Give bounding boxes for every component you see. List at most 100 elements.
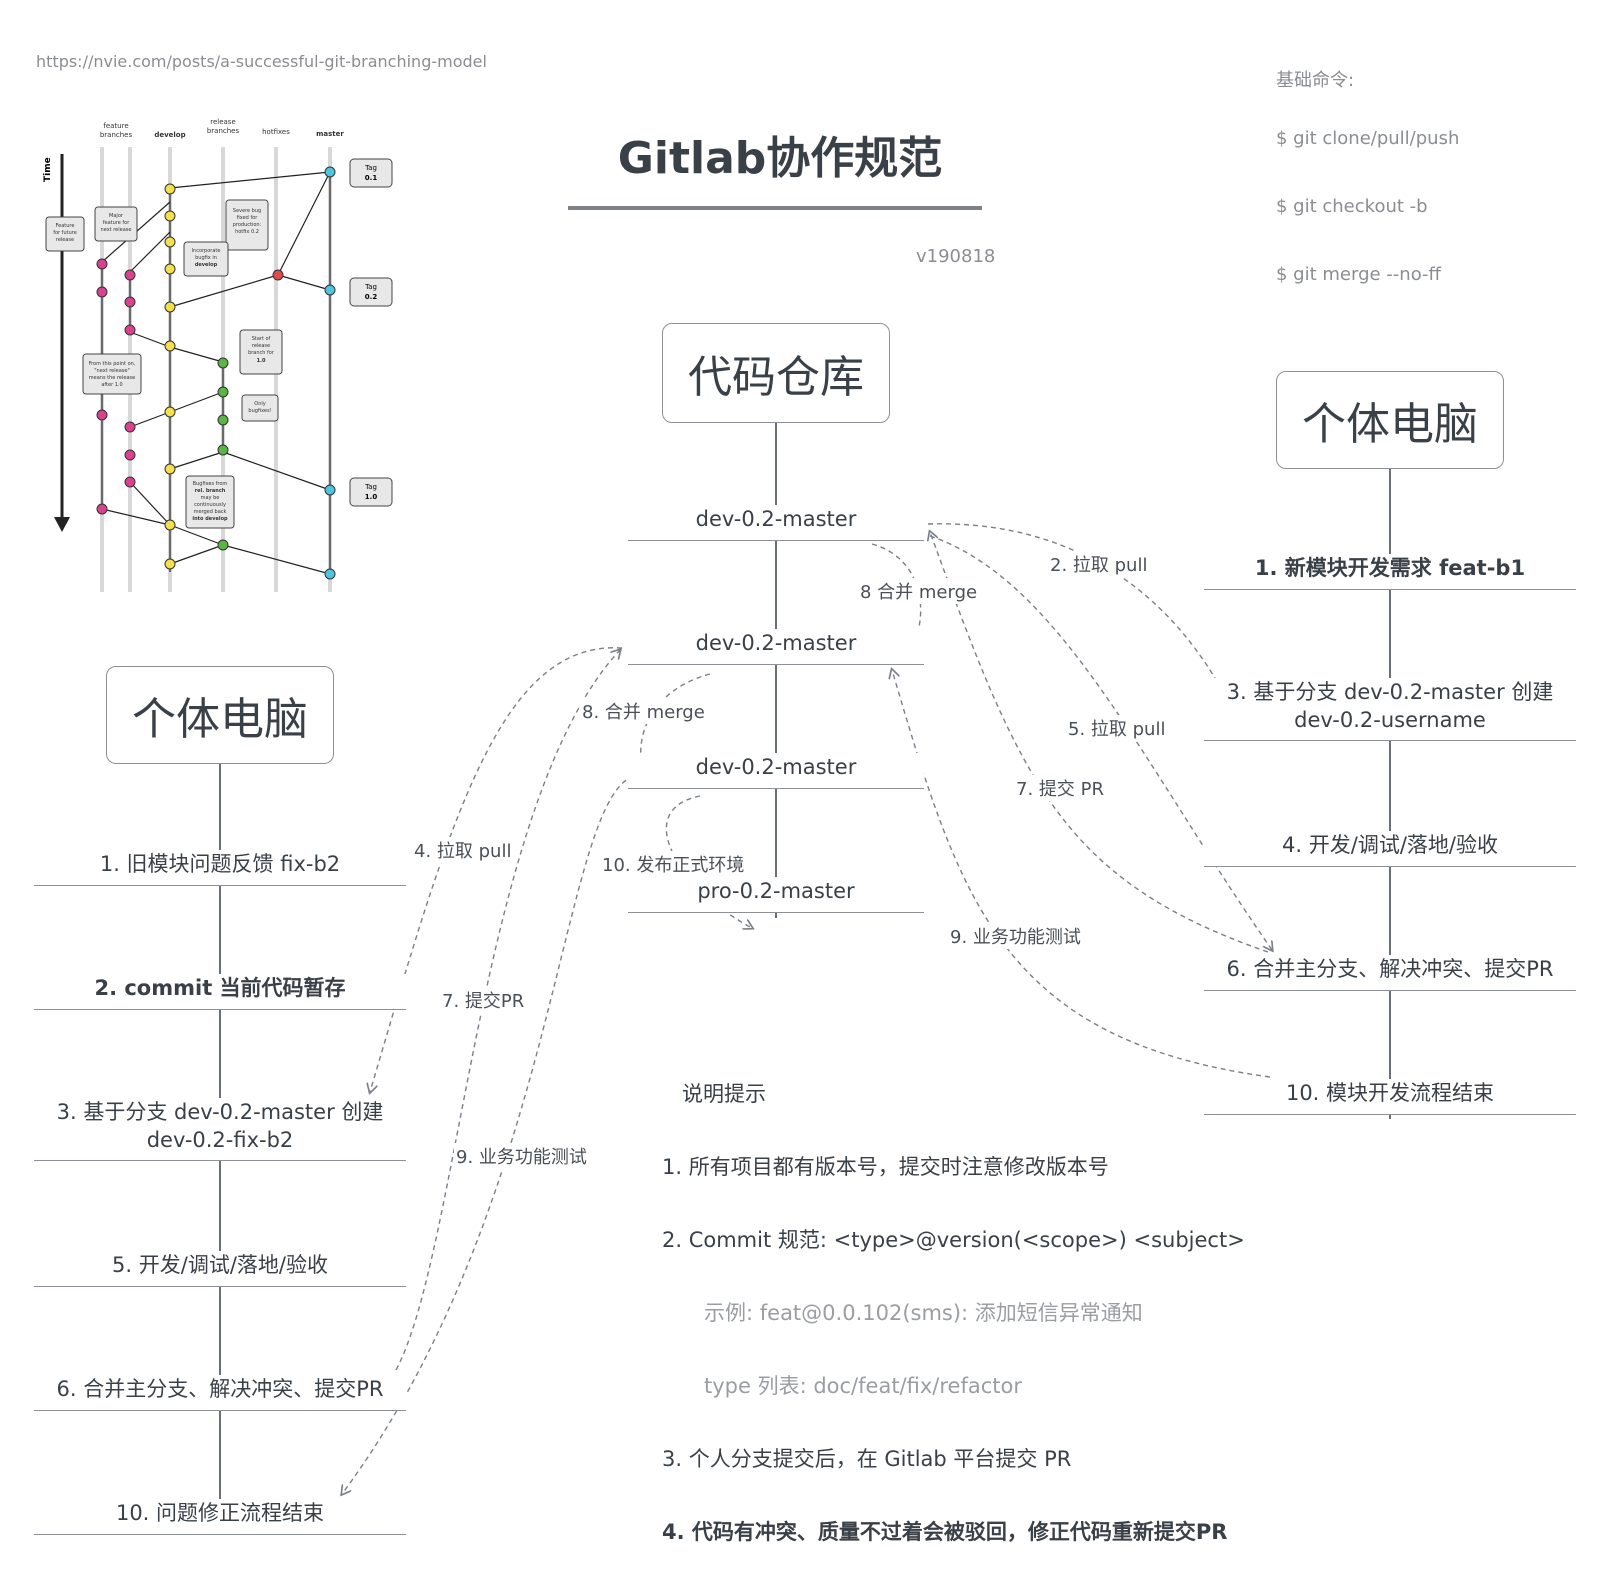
svg-text:Bugfixes from: Bugfixes from	[193, 481, 228, 487]
svg-text:bugfixes!: bugfixes!	[248, 408, 271, 414]
svg-text:next release: next release	[101, 227, 132, 233]
svg-text:Only: Only	[254, 401, 265, 407]
edge-label-pull: 2. 拉取 pull	[1048, 551, 1150, 577]
svg-text:rel. branch: rel. branch	[195, 488, 226, 494]
left-pc-step: 1. 旧模块问题反馈 fix-b2	[34, 850, 406, 886]
tag-bubble: Tag 0.2	[349, 277, 393, 307]
callout: From this point on,"next release"means t…	[82, 353, 142, 395]
right-pc-box: 个体电脑	[1276, 371, 1504, 469]
svg-text:Tag: Tag	[364, 283, 377, 291]
svg-text:Start of: Start of	[252, 336, 271, 342]
svg-text:develop: develop	[195, 262, 218, 268]
svg-text:after 1.0: after 1.0	[101, 382, 122, 388]
feature-commits	[96, 258, 136, 515]
edge-label-release: 10. 发布正式环境	[600, 851, 747, 877]
left-pc-step: 2. commit 当前代码暂存	[34, 974, 406, 1010]
column-label: hotfixes	[262, 128, 290, 136]
release-commits	[217, 357, 229, 551]
svg-text:for future: for future	[53, 230, 77, 236]
column-label: feature	[103, 122, 128, 130]
edge-label-test: 9. 业务功能测试	[948, 923, 1083, 949]
column-label: release	[210, 118, 236, 126]
svg-text:0.2: 0.2	[365, 293, 378, 301]
command-item: $ git merge --no-ff	[1276, 264, 1441, 285]
note-item: 3. 个人分支提交后，在 Gitlab 平台提交 PR	[662, 1447, 1072, 1471]
repo-box: 代码仓库	[662, 323, 890, 423]
svg-text:branch for: branch for	[248, 350, 275, 356]
repo-node: pro-0.2-master	[628, 877, 924, 913]
edge-label-pull: 5. 拉取 pull	[1066, 715, 1168, 741]
arrow-left-pr	[395, 650, 620, 1371]
svg-text:Feature: Feature	[56, 223, 75, 229]
svg-text:into develop: into develop	[192, 516, 228, 522]
svg-text:feature for: feature for	[103, 220, 130, 226]
command-item: $ git clone/pull/push	[1276, 128, 1460, 149]
svg-text:release: release	[252, 343, 270, 349]
title-underline	[568, 206, 982, 210]
time-axis-label: Time	[43, 157, 53, 182]
repo-node: dev-0.2-master	[628, 629, 924, 665]
left-pc-step: 3. 基于分支 dev-0.2-master 创建 dev-0.2-fix-b2	[34, 1098, 406, 1161]
arrow-right-pull-5	[929, 535, 1272, 950]
svg-text:means the release: means the release	[89, 375, 135, 381]
repo-node: dev-0.2-master	[628, 505, 924, 541]
svg-text:1.0: 1.0	[257, 358, 266, 364]
command-item: $ git checkout -b	[1276, 196, 1428, 217]
svg-text:Tag: Tag	[364, 483, 377, 491]
note-item: 1. 所有项目都有版本号，提交时注意修改版本号	[662, 1155, 1109, 1179]
svg-text:Tag: Tag	[364, 164, 377, 172]
left-pc-step: 10. 问题修正流程结束	[34, 1499, 406, 1535]
develop-commits	[164, 183, 176, 570]
repo-node: dev-0.2-master	[628, 753, 924, 789]
hotfix-commits	[272, 269, 284, 281]
svg-text:Major: Major	[109, 213, 124, 219]
svg-text:Severe bug: Severe bug	[233, 208, 261, 214]
left-pc-step: 5. 开发/调试/落地/验收	[34, 1251, 406, 1287]
right-pc-step: 4. 开发/调试/落地/验收	[1204, 831, 1576, 867]
arrow-right-pr	[930, 532, 1269, 953]
notes-heading: 说明提示	[682, 1082, 766, 1106]
note-item: 4. 代码有冲突、质量不过着会被驳回，修正代码重新提交PR	[662, 1520, 1228, 1544]
column-label: master	[316, 130, 344, 138]
arrow-right-pull	[927, 523, 1222, 690]
svg-text:1.0: 1.0	[365, 493, 378, 501]
svg-text:fixed for: fixed for	[237, 215, 259, 221]
edge-label-pr: 7. 提交PR	[440, 987, 527, 1013]
svg-text:From this point on,: From this point on,	[89, 361, 136, 367]
edge-label-pull: 4. 拉取 pull	[412, 837, 514, 863]
tag-bubble: Tag 0.1	[349, 158, 393, 188]
note-types: type 列表: doc/feat/fix/refactor	[704, 1374, 1022, 1398]
master-commits	[324, 166, 336, 580]
svg-text:0.1: 0.1	[365, 174, 378, 182]
note-example: 示例: feat@0.0.102(sms): 添加短信异常通知	[704, 1301, 1143, 1325]
tag-bubble: Tag 1.0	[349, 477, 393, 507]
right-pc-step: 6. 合并主分支、解决冲突、提交PR	[1204, 955, 1576, 991]
svg-text:branches: branches	[207, 127, 240, 135]
source-url: https://nvie.com/posts/a-successful-git-…	[36, 52, 487, 71]
page-title: Gitlab协作规范	[617, 133, 943, 184]
right-pc-step: 1. 新模块开发需求 feat-b1	[1204, 554, 1576, 590]
version-label: v190818	[916, 246, 996, 267]
svg-text:merged back: merged back	[194, 509, 227, 515]
svg-text:release: release	[56, 237, 74, 243]
edge-label-merge: 8 合并 merge	[858, 578, 980, 604]
svg-text:branches: branches	[100, 131, 133, 139]
arrow-left-pull	[370, 647, 623, 1092]
svg-text:production:: production:	[233, 222, 262, 228]
svg-text:"next release": "next release"	[94, 368, 130, 374]
left-pc-step: 6. 合并主分支、解决冲突、提交PR	[34, 1375, 406, 1411]
commands-heading: 基础命令:	[1276, 70, 1355, 91]
svg-text:may be: may be	[201, 495, 220, 501]
svg-text:continuously: continuously	[194, 502, 226, 508]
svg-text:hotfix 0.2: hotfix 0.2	[235, 229, 259, 235]
right-pc-step: 10. 模块开发流程结束	[1204, 1079, 1576, 1115]
note-item: 2. Commit 规范: <type>@version(<scope>) <s…	[662, 1228, 1245, 1252]
svg-text:Incorporate: Incorporate	[192, 248, 221, 254]
